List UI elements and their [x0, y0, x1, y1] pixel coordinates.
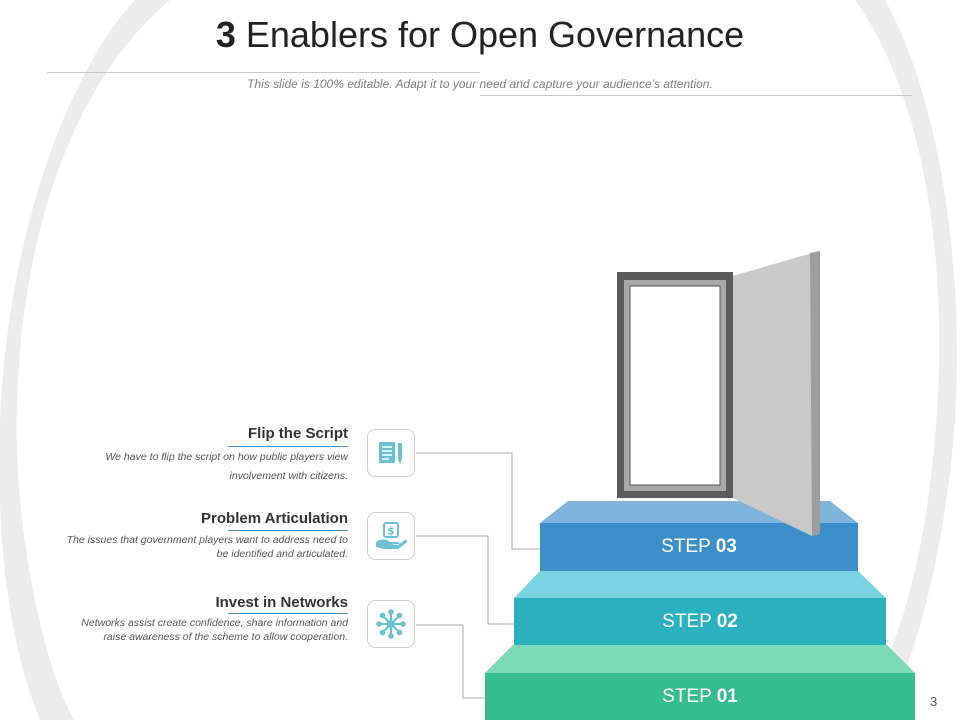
item-1-icon-box: [367, 429, 415, 477]
item-2-icon-box: $: [367, 512, 415, 560]
svg-text:$: $: [387, 525, 395, 538]
item-1-underline: [228, 446, 348, 447]
item-3-icon-box: [367, 600, 415, 648]
door-opening: [629, 285, 721, 486]
connector-line-1: [416, 452, 540, 550]
subtitle: This slide is 100% editable. Adapt it to…: [247, 77, 713, 91]
step-01-top: [485, 645, 915, 673]
item-3-underline: [228, 613, 348, 614]
step-01-front: [485, 673, 915, 720]
title-rule-left: [47, 72, 480, 73]
step-02-front: [514, 598, 886, 645]
item-1-title: Flip the Script: [247, 425, 348, 442]
item-1-description: We have to flip the script on how public…: [105, 451, 348, 482]
title-text: Enablers for Open Governance: [245, 14, 745, 55]
step-02-top: [514, 571, 886, 598]
title-number: 3: [215, 14, 236, 55]
item-3-title: Invest in Networks: [215, 594, 348, 611]
page-title: 3 Enablers for Open Governance: [0, 14, 960, 56]
connector-line-2: [416, 535, 514, 625]
item-3-description: Networks assist create confidence, share…: [81, 617, 348, 644]
door-panel: [733, 253, 812, 536]
item-2-underline: [228, 530, 348, 531]
notepad-pencil-icon: [379, 442, 402, 464]
item-2-description: The issues that government players want …: [66, 534, 348, 561]
hand-money-icon: $: [376, 522, 408, 549]
step-03-label: STEP 03: [661, 536, 737, 557]
item-2-title: Problem Articulation: [201, 510, 348, 527]
door-panel-edge: [810, 251, 820, 536]
connector-line-3: [416, 624, 485, 699]
title-rule-right: [480, 95, 912, 96]
network-icon: [376, 609, 406, 639]
step-02-label: STEP 02: [662, 611, 738, 632]
page-number: 3: [930, 694, 938, 709]
step-01-label: STEP 01: [662, 686, 738, 707]
